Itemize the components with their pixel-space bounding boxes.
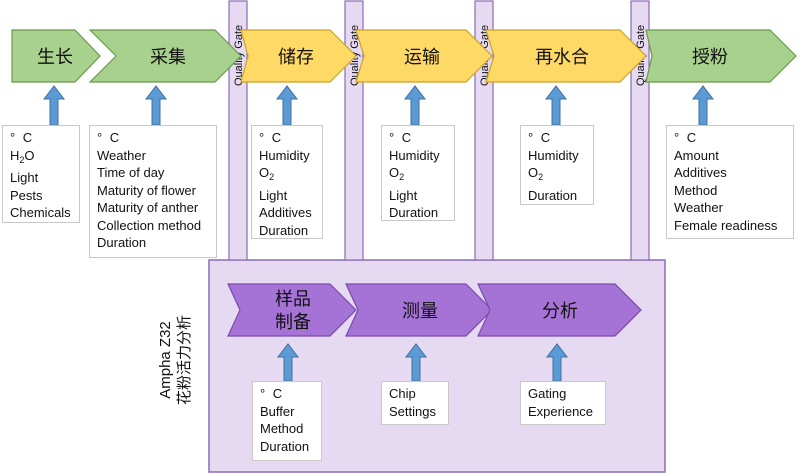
factor-line: Chemicals bbox=[10, 205, 71, 220]
stage-measurement-label: 测量 bbox=[402, 301, 438, 322]
factor-line: Amount bbox=[674, 147, 719, 163]
factor-line-o2: O2 bbox=[259, 165, 275, 182]
factor-line: Duration bbox=[389, 205, 439, 220]
factor-box-measurement: Chip Settings bbox=[381, 381, 449, 425]
factor-line: Duration bbox=[97, 235, 147, 250]
factor-box-transport: ° C Humidity O2 Light Duration bbox=[381, 125, 455, 221]
arrow-up-sample-prep bbox=[276, 343, 300, 382]
stage-pollination: 授粉 bbox=[645, 29, 797, 83]
factor-line-h2o: H2O bbox=[10, 147, 35, 165]
analysis-panel-title: Ampha Z32 花粉活力分析 bbox=[157, 315, 193, 405]
factor-box-growth: ° C H2O Light Pests Chemicals bbox=[2, 125, 80, 223]
factor-box-pollination: ° C Amount Additives Method Weather Fema… bbox=[666, 125, 794, 239]
factor-line: Duration bbox=[260, 438, 310, 454]
factor-line: Time of day bbox=[97, 165, 165, 180]
factor-box-sample-prep: ° C Buffer Method Duration bbox=[252, 381, 322, 461]
factor-line: Female readiness bbox=[674, 217, 778, 233]
factor-line-o2: O2 bbox=[389, 165, 405, 182]
factor-line: Light bbox=[389, 187, 418, 203]
arrow-up-analysis bbox=[545, 343, 569, 382]
stage-sample-prep-label-2: 制备 bbox=[275, 312, 311, 333]
factor-line: ° C bbox=[259, 130, 284, 145]
factor-line: Method bbox=[260, 421, 304, 436]
factor-line: Additives bbox=[674, 165, 727, 180]
stage-analysis-label: 分析 bbox=[542, 301, 578, 322]
factor-line: Pests bbox=[10, 187, 43, 203]
factor-line: ° C bbox=[389, 130, 414, 145]
factor-line: Duration bbox=[528, 187, 578, 203]
stage-growth-label: 生长 bbox=[37, 47, 73, 68]
stage-pollination-label: 授粉 bbox=[692, 47, 728, 68]
stage-storage-label: 储存 bbox=[278, 47, 314, 68]
factor-line: Humidity bbox=[389, 147, 440, 163]
analysis-panel-title-cn: 花粉活力分析 bbox=[175, 314, 193, 406]
factor-line: Light bbox=[259, 187, 288, 203]
factor-line: Maturity of flower bbox=[97, 182, 196, 198]
stage-rehydration: 再水合 bbox=[485, 29, 647, 83]
factor-line: ° C bbox=[10, 130, 35, 145]
factor-line: Duration bbox=[259, 222, 309, 238]
factor-line: Experience bbox=[528, 403, 594, 419]
factor-line: Gating bbox=[528, 386, 567, 401]
stage-sample-prep: 样品 制备 bbox=[227, 283, 357, 337]
stage-analysis: 分析 bbox=[477, 283, 642, 337]
factor-line: Chip bbox=[389, 386, 416, 401]
factor-line: ° C bbox=[528, 130, 553, 145]
factor-line: Weather bbox=[97, 147, 146, 163]
factor-line: Settings bbox=[389, 403, 436, 419]
quality-gate-1: Quality Gate bbox=[228, 0, 248, 261]
stage-growth: 生长 bbox=[11, 29, 101, 83]
quality-gate-2: Quality Gate bbox=[344, 0, 364, 261]
factor-box-analysis: Gating Experience bbox=[520, 381, 606, 425]
factor-line: Maturity of anther bbox=[97, 200, 199, 215]
factor-line: Weather bbox=[674, 200, 723, 215]
factor-line: ° C bbox=[260, 386, 285, 401]
stage-collection-label: 采集 bbox=[150, 47, 186, 68]
factor-line: Humidity bbox=[528, 147, 579, 163]
factor-line: Method bbox=[674, 182, 718, 198]
factor-box-collection: ° C Weather Time of day Maturity of flow… bbox=[89, 125, 217, 258]
factor-line: ° C bbox=[97, 130, 122, 145]
factor-box-rehydration: ° C Humidity O2 Duration bbox=[520, 125, 594, 205]
factor-line: Buffer bbox=[260, 403, 295, 419]
factor-line: Humidity bbox=[259, 147, 310, 163]
stage-measurement: 测量 bbox=[345, 283, 493, 337]
stage-storage: 储存 bbox=[240, 29, 357, 83]
arrow-up-growth bbox=[42, 85, 66, 126]
factor-line: ° C bbox=[674, 130, 699, 145]
stage-collection: 采集 bbox=[88, 29, 242, 83]
stage-transport: 运输 bbox=[355, 29, 493, 83]
factor-line: Additives bbox=[259, 205, 312, 220]
factor-line: Collection method bbox=[97, 217, 202, 233]
arrow-up-rehydration bbox=[544, 85, 568, 126]
stage-rehydration-label: 再水合 bbox=[535, 47, 589, 68]
arrow-up-transport bbox=[403, 85, 427, 126]
stage-sample-prep-label-1: 样品 bbox=[275, 289, 311, 310]
factor-line: Light bbox=[10, 170, 39, 185]
arrow-up-pollination bbox=[691, 85, 715, 126]
arrow-up-collection bbox=[144, 85, 168, 126]
factor-box-storage: ° C Humidity O2 Light Additives Duration bbox=[251, 125, 323, 239]
analysis-panel-title-en: Ampha Z32 bbox=[157, 321, 174, 399]
arrow-up-storage bbox=[275, 85, 299, 126]
arrow-up-measurement bbox=[404, 343, 428, 382]
factor-line-o2: O2 bbox=[528, 165, 544, 182]
quality-gate-4: Quality Gate bbox=[630, 0, 650, 261]
stage-transport-label: 运输 bbox=[404, 47, 440, 68]
